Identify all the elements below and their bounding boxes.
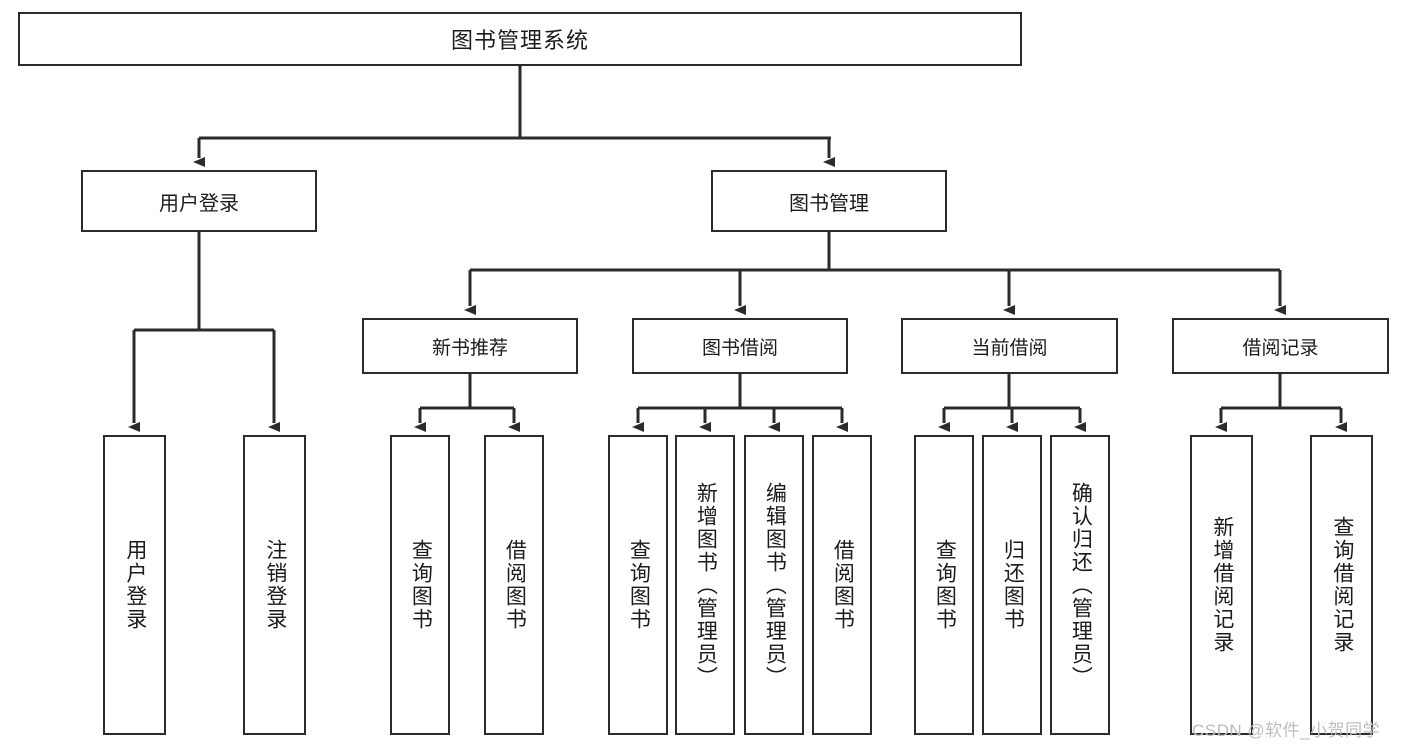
node-leaf-query-book-1-label: 查询图书 — [409, 539, 433, 631]
node-leaf-borrow-book-2-label: 借阅图书 — [831, 539, 855, 631]
node-leaf-add-record-label: 新增借阅记录 — [1210, 516, 1234, 654]
node-leaf-add-book[interactable]: 新增图书（管理员） — [675, 435, 735, 735]
node-leaf-return-book[interactable]: 归还图书 — [982, 435, 1042, 735]
node-leaf-query-book-3[interactable]: 查询图书 — [914, 435, 974, 735]
node-leaf-borrow-book-2[interactable]: 借阅图书 — [812, 435, 872, 735]
node-leaf-edit-book-label: 编辑图书（管理员） — [763, 481, 787, 689]
node-leaf-query-record-label: 查询借阅记录 — [1330, 516, 1354, 654]
node-leaf-query-book-2-label: 查询图书 — [627, 539, 651, 631]
node-leaf-query-record[interactable]: 查询借阅记录 — [1310, 435, 1373, 735]
node-root[interactable]: 图书管理系统 — [18, 12, 1022, 66]
node-user-login[interactable]: 用户登录 — [81, 170, 317, 232]
node-current-borrow[interactable]: 当前借阅 — [901, 318, 1118, 374]
node-borrow-record[interactable]: 借阅记录 — [1172, 318, 1389, 374]
node-leaf-logout-login[interactable]: 注销登录 — [243, 435, 306, 735]
node-current-borrow-label: 当前借阅 — [971, 337, 1048, 359]
node-leaf-add-record[interactable]: 新增借阅记录 — [1190, 435, 1253, 735]
node-leaf-query-book-2[interactable]: 查询图书 — [608, 435, 668, 735]
node-new-book-recommend[interactable]: 新书推荐 — [362, 318, 578, 374]
node-book-borrow[interactable]: 图书借阅 — [632, 318, 848, 374]
node-book-manage[interactable]: 图书管理 — [711, 170, 947, 232]
node-book-borrow-label: 图书借阅 — [701, 337, 778, 359]
node-new-book-recommend-label: 新书推荐 — [431, 337, 508, 359]
node-leaf-add-book-label: 新增图书（管理员） — [694, 481, 718, 689]
watermark-text: CSDN @软件_小贺同学 — [1192, 721, 1381, 740]
node-leaf-user-login[interactable]: 用户登录 — [103, 435, 166, 735]
node-leaf-edit-book[interactable]: 编辑图书（管理员） — [744, 435, 804, 735]
node-leaf-borrow-book-1-label: 借阅图书 — [503, 539, 527, 631]
node-leaf-logout-login-label: 注销登录 — [263, 539, 287, 631]
node-root-label: 图书管理系统 — [450, 28, 589, 53]
node-leaf-confirm-return[interactable]: 确认归还（管理员） — [1050, 435, 1110, 735]
node-leaf-user-login-label: 用户登录 — [123, 539, 147, 631]
node-borrow-record-label: 借阅记录 — [1242, 337, 1319, 359]
node-leaf-query-book-3-label: 查询图书 — [933, 539, 957, 631]
node-leaf-query-book-1[interactable]: 查询图书 — [390, 435, 450, 735]
node-leaf-return-book-label: 归还图书 — [1001, 539, 1025, 631]
node-user-login-label: 用户登录 — [159, 192, 239, 215]
node-leaf-confirm-return-label: 确认归还（管理员） — [1069, 481, 1093, 689]
node-book-manage-label: 图书管理 — [789, 192, 869, 215]
node-leaf-borrow-book-1[interactable]: 借阅图书 — [484, 435, 544, 735]
